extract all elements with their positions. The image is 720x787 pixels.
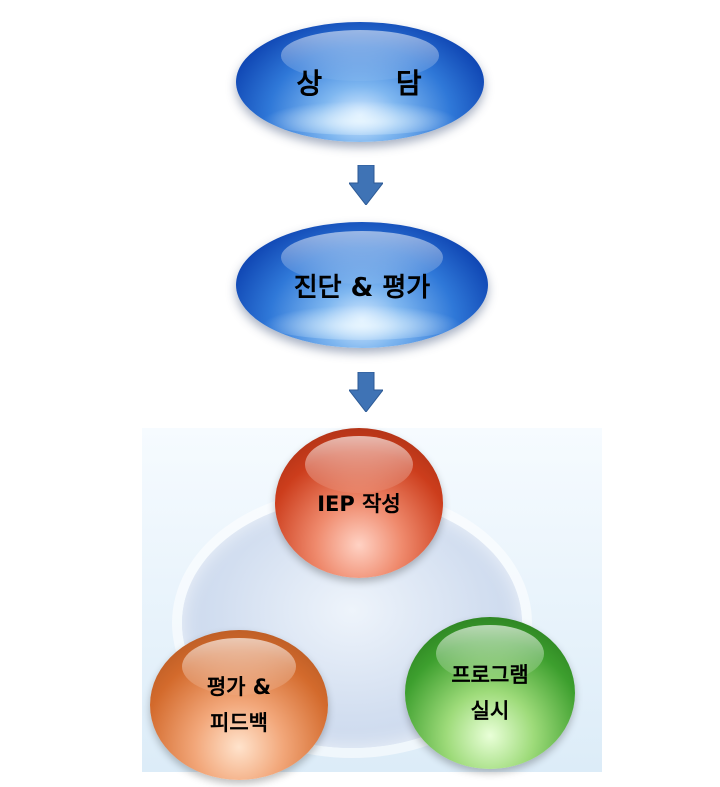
step-diagnosis-label: 진단 & 평가 — [293, 272, 431, 303]
cycle-node-feedback-line2: 피드백 — [210, 711, 268, 735]
down-arrow-icon — [349, 165, 383, 205]
cycle-node-program: 프로그램 실시 — [405, 617, 575, 769]
cycle-node-iep: IEP 작성 — [275, 428, 443, 578]
down-arrow-icon — [349, 372, 383, 412]
cycle-node-feedback-line1: 평가 & — [206, 675, 272, 699]
cycle-node-iep-label: IEP 작성 — [317, 492, 401, 516]
cycle-node-program-line1: 프로그램 — [451, 663, 529, 687]
cycle-node-feedback: 평가 & 피드백 — [150, 630, 328, 780]
step-diagnosis-node: 진단 & 평가 — [236, 222, 488, 348]
step-counsel-label: 상 담 — [296, 67, 424, 100]
step-counsel-node: 상 담 — [236, 22, 484, 142]
cycle-node-program-line2: 실시 — [470, 699, 510, 723]
